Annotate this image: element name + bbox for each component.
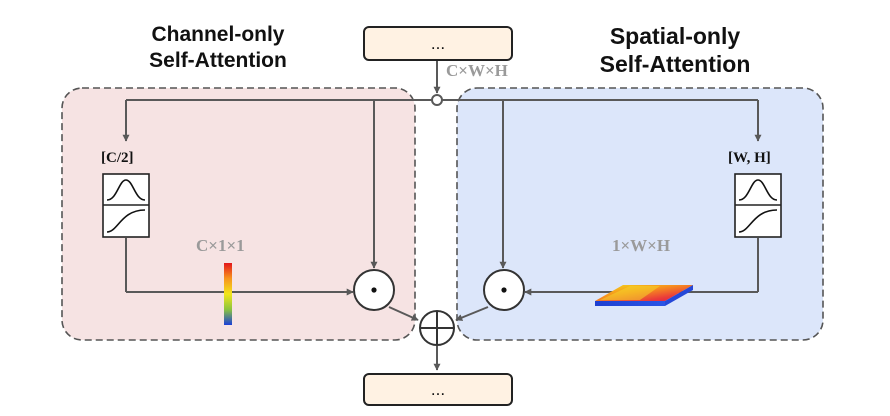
split-junction-node bbox=[431, 94, 443, 106]
channel-softmax-sigmoid-block bbox=[102, 173, 150, 238]
channel-shape-label: C×1×1 bbox=[196, 236, 245, 255]
spatial-title-line-2: Self-Attention bbox=[599, 51, 751, 77]
connector-lines bbox=[122, 60, 762, 371]
input-box: ... bbox=[363, 26, 513, 61]
spatial-attention-panel bbox=[456, 87, 824, 341]
channel-softmax-icon bbox=[106, 179, 146, 201]
channel-title-line-2: Self-Attention bbox=[149, 49, 287, 72]
channel-dim-label: [C/2] bbox=[101, 150, 134, 166]
channel-title-line-1: Channel-only bbox=[151, 23, 285, 46]
spatial-shape-label: 1×W×H bbox=[612, 236, 671, 255]
spatial-softmax-sigmoid-block bbox=[734, 173, 782, 238]
sum-node bbox=[419, 310, 455, 346]
channel-attention-map bbox=[224, 263, 232, 325]
channel-attention-panel bbox=[61, 87, 416, 341]
spatial-softmax-icon bbox=[738, 179, 778, 201]
spatial-title-line-1: Spatial-only bbox=[609, 23, 741, 49]
input-shape-label: C×W×H bbox=[446, 61, 508, 80]
output-box: ... bbox=[363, 373, 513, 406]
spatial-multiply-node bbox=[483, 269, 525, 311]
channel-sigmoid-icon bbox=[106, 209, 146, 233]
spatial-attention-map bbox=[595, 285, 693, 306]
spatial-sigmoid-icon bbox=[738, 209, 778, 233]
channel-attention-title: Channel-only Self-Attention bbox=[118, 22, 318, 74]
spatial-attention-title: Spatial-only Self-Attention bbox=[575, 22, 775, 78]
channel-multiply-node bbox=[353, 269, 395, 311]
spatial-dim-label: [W, H] bbox=[728, 150, 771, 166]
